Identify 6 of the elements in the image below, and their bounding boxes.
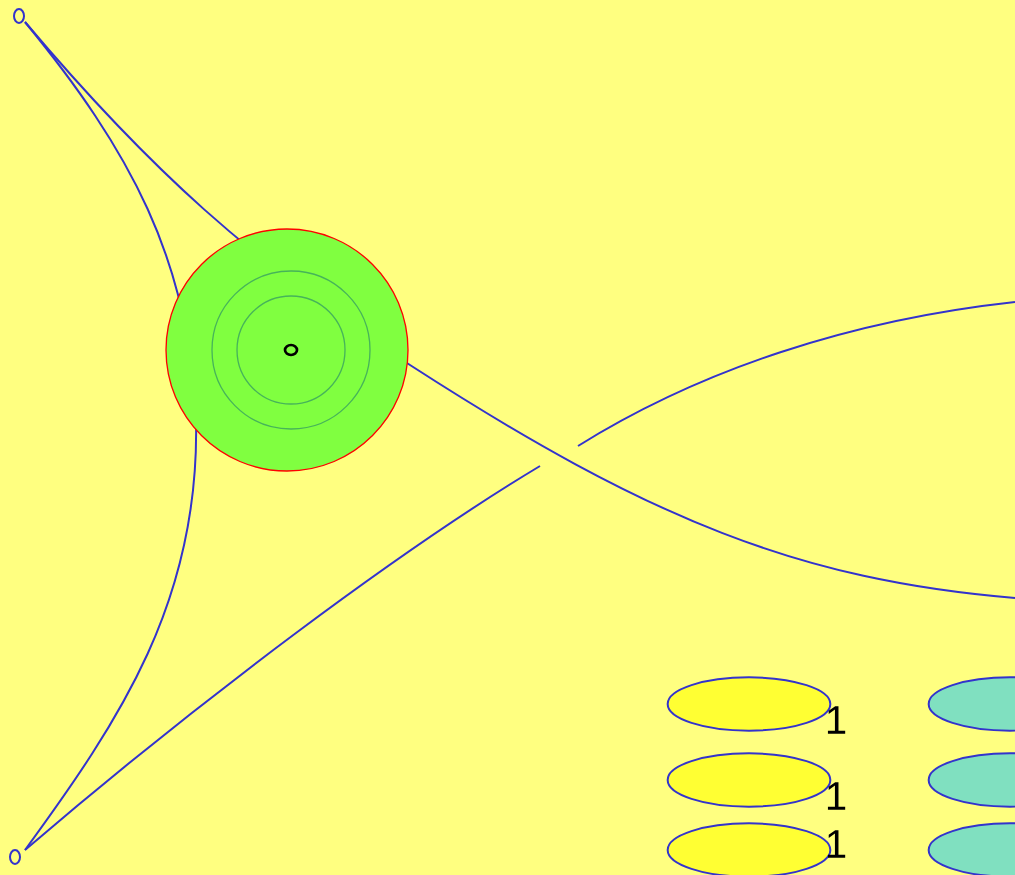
number-label: 1: [827, 782, 846, 810]
number-label: 1: [827, 830, 846, 858]
pill-shape: [927, 752, 1015, 808]
pill-shape: [927, 822, 1015, 875]
pill-shape: [927, 676, 1015, 732]
number-label: 1: [827, 706, 846, 734]
